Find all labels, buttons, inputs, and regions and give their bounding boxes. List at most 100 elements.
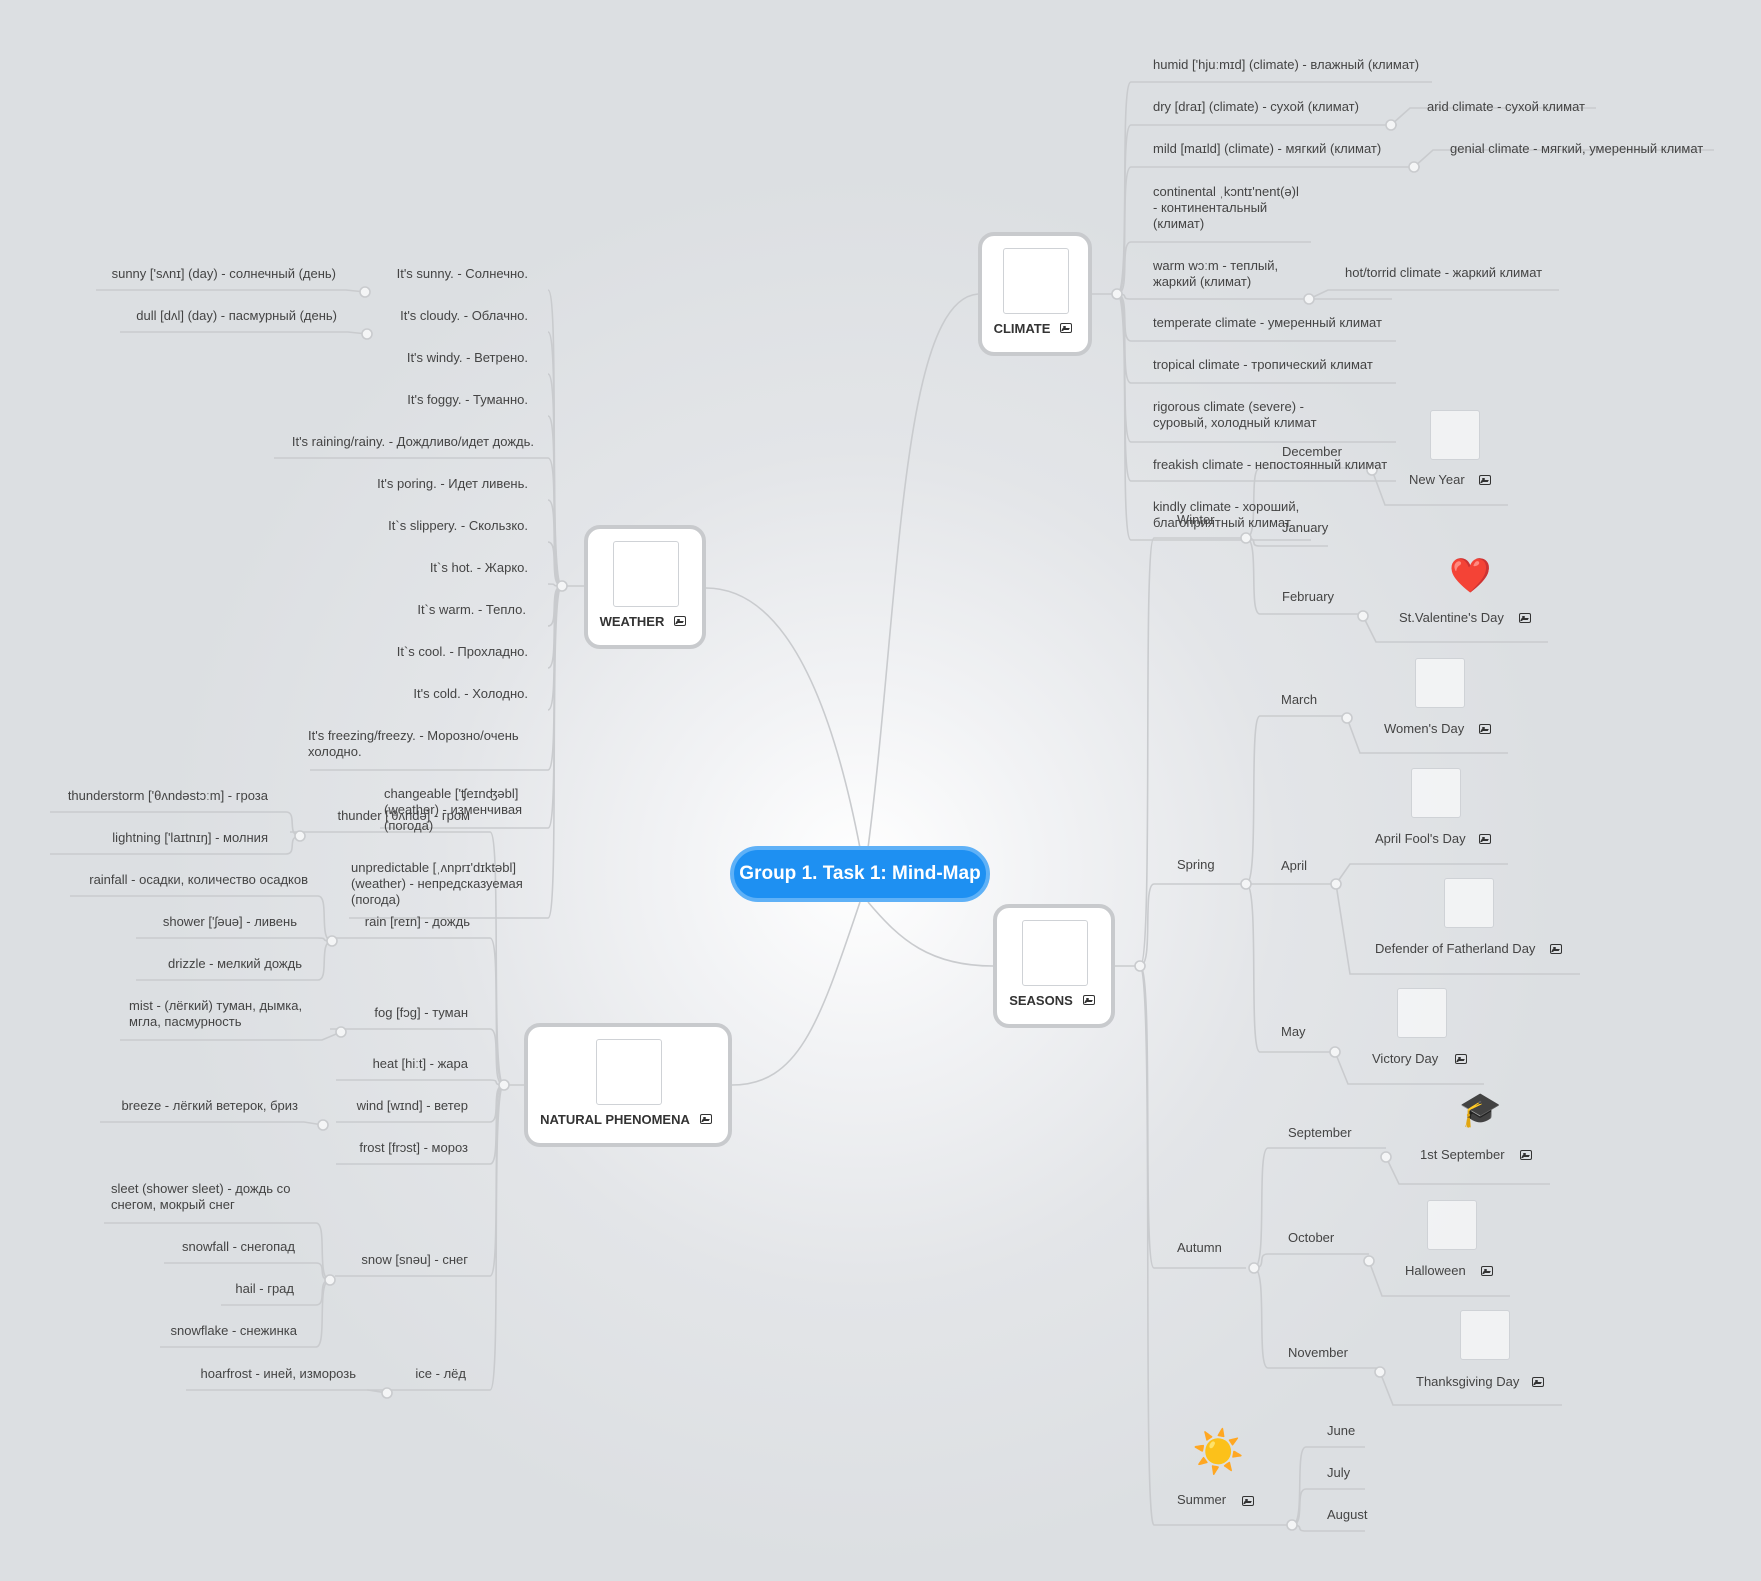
topic-natural-phenomena[interactable]: NATURAL PHENOMENA xyxy=(524,1023,732,1147)
phenomena-subitem[interactable]: rainfall - осадки, количество осадков xyxy=(89,872,308,887)
weather-subitem[interactable]: dull [dʌl] (day) - пасмурный (день) xyxy=(136,308,337,323)
image-icon[interactable] xyxy=(1242,1496,1254,1506)
phenomena-subitem[interactable]: breeze - лёгкий ветерок, бриз xyxy=(121,1098,298,1113)
weather-item[interactable]: changeable ['ʧeɪnʤəbl] (weather) - измен… xyxy=(384,786,523,833)
image-icon[interactable] xyxy=(1083,995,1095,1005)
climate-item[interactable]: kindly climate - хороший, благоприятный … xyxy=(1153,499,1300,530)
phenomena-subitem[interactable]: mist - (лёгкий) туман, дымка, мгла, пасм… xyxy=(129,998,303,1029)
weather-item[interactable]: It's sunny. - Солнечно. xyxy=(396,266,528,281)
phenomena-item[interactable]: fog [fɔg] - туман xyxy=(374,1005,468,1020)
image-icon[interactable] xyxy=(1479,724,1491,734)
season-spring[interactable]: Spring xyxy=(1177,857,1215,872)
image-icon[interactable] xyxy=(1481,1266,1493,1276)
phenomena-subitem[interactable]: drizzle - мелкий дождь xyxy=(168,956,302,971)
climate-item[interactable]: warm wɔːm - теплый, жаркий (климат) xyxy=(1153,258,1279,289)
phenomena-item[interactable]: rain [reɪn] - дождь xyxy=(364,914,470,929)
month-august[interactable]: August xyxy=(1327,1507,1368,1522)
phenomena-subitem[interactable]: shower ['ʃəuə] - ливень xyxy=(162,914,297,929)
holiday-new-year[interactable]: New Year xyxy=(1409,472,1465,487)
phenomena-item[interactable]: frost [frɔst] - мороз xyxy=(359,1140,468,1155)
month-april[interactable]: April xyxy=(1281,858,1308,873)
collapse-dot xyxy=(317,1119,329,1131)
phenomena-subitem[interactable]: sleet (shower sleet) - дождь со снегом, … xyxy=(111,1181,291,1212)
image-icon[interactable] xyxy=(1455,1054,1467,1064)
holiday-victory-day[interactable]: Victory Day xyxy=(1372,1051,1439,1066)
phenomena-item[interactable]: ice - лёд xyxy=(415,1366,466,1381)
season-summer[interactable]: Summer xyxy=(1177,1492,1227,1507)
image-icon[interactable] xyxy=(1479,475,1491,485)
topic-weather[interactable]: WEATHER xyxy=(584,525,706,649)
central-topic[interactable]: Group 1. Task 1: Mind-Map xyxy=(730,846,990,902)
climate-subitem[interactable]: arid climate - сухой климат xyxy=(1427,99,1585,114)
image-icon[interactable] xyxy=(1479,834,1491,844)
climate-item[interactable]: continental ˌkɔntɪ'nent(ə)l - континента… xyxy=(1153,184,1299,231)
image-icon[interactable] xyxy=(1520,1150,1532,1160)
holiday-april-fools-day[interactable]: April Fool's Day xyxy=(1375,831,1466,846)
image-icon[interactable] xyxy=(1550,944,1562,954)
weather-item[interactable]: It's freezing/freezy. - Морозно/очень хо… xyxy=(308,728,519,759)
season-autumn[interactable]: Autumn xyxy=(1177,1240,1222,1255)
phenomena-subitem[interactable]: snowflake - снежинка xyxy=(170,1323,297,1338)
weather-item[interactable]: unpredictable [ˌʌnprɪ'dɪktəbl] (weather)… xyxy=(351,860,523,907)
phenomena-item[interactable]: thunder ['θʌndə] - гром xyxy=(337,808,470,823)
phenomena-subitem[interactable]: hoarfrost - иней, изморозь xyxy=(200,1366,356,1381)
collapse-dot xyxy=(381,1387,393,1399)
month-may[interactable]: May xyxy=(1281,1024,1306,1039)
image-icon[interactable] xyxy=(700,1114,712,1124)
holiday-defender-of-fatherland-day[interactable]: Defender of Fatherland Day xyxy=(1375,941,1536,956)
climate-item[interactable]: humid ['hjuːmɪd] (climate) - влажный (кл… xyxy=(1153,57,1420,72)
phenomena-item[interactable]: heat [hiːt] - жара xyxy=(372,1056,468,1071)
connector-line xyxy=(120,331,368,335)
climate-item[interactable]: freakish climate - непостоянный климат xyxy=(1153,457,1388,472)
month-june[interactable]: June xyxy=(1327,1423,1356,1438)
image-icon[interactable] xyxy=(674,616,686,626)
climate-subitem[interactable]: genial climate - мягкий, умеренный клима… xyxy=(1450,141,1704,156)
weather-item[interactable]: It's windy. - Ветрено. xyxy=(406,350,528,365)
weather-item[interactable]: It's foggy. - Туманно. xyxy=(407,392,528,407)
month-december[interactable]: December xyxy=(1282,444,1342,459)
weather-item[interactable]: It`s slippery. - Скользко. xyxy=(388,518,528,533)
image-icon[interactable] xyxy=(1519,613,1531,623)
climate-subitem[interactable]: hot/torrid climate - жаркий климат xyxy=(1345,265,1543,280)
weather-item[interactable]: It`s hot. - Жарко. xyxy=(429,560,528,575)
month-september[interactable]: September xyxy=(1288,1125,1352,1140)
month-february[interactable]: February xyxy=(1282,589,1335,604)
collapse-dot xyxy=(1303,293,1315,305)
phenomena-subitem[interactable]: snowfall - снегопад xyxy=(182,1239,295,1254)
climate-item[interactable]: dry [draɪ] (climate) - сухой (климат) xyxy=(1153,99,1359,114)
month-october[interactable]: October xyxy=(1288,1230,1335,1245)
month-november[interactable]: November xyxy=(1288,1345,1348,1360)
holiday-womens-day[interactable]: Women's Day xyxy=(1384,721,1465,736)
collapse-dot xyxy=(1341,712,1353,724)
holiday-1st-september[interactable]: 1st September xyxy=(1420,1147,1505,1162)
holiday-halloween[interactable]: Halloween xyxy=(1405,1263,1466,1278)
weather-item[interactable]: It's cloudy. - Облачно. xyxy=(400,308,528,323)
climate-item[interactable]: tropical climate - тропический климат xyxy=(1153,357,1373,372)
weather-item[interactable]: It's poring. - Идет ливень. xyxy=(377,476,528,491)
month-january[interactable]: January xyxy=(1282,520,1329,535)
image-icon[interactable] xyxy=(1532,1377,1544,1387)
topic-climate[interactable]: CLIMATE xyxy=(978,232,1092,356)
month-march[interactable]: March xyxy=(1281,692,1318,707)
weather-item[interactable]: It's raining/rainy. - Дождливо/идет дожд… xyxy=(291,434,534,449)
climate-item[interactable]: temperate climate - умеренный климат xyxy=(1153,315,1382,330)
phenomena-item[interactable]: snow [snəu] - снег xyxy=(361,1252,468,1267)
weather-item[interactable]: It's cold. - Холодно. xyxy=(413,686,528,701)
climate-item[interactable]: mild [maɪld] (climate) - мягкий (климат) xyxy=(1153,141,1382,156)
phenomena-subitem[interactable]: hail - град xyxy=(235,1281,294,1296)
topic-title: CLIMATE xyxy=(993,321,1051,336)
month-july[interactable]: July xyxy=(1327,1465,1351,1480)
weather-item[interactable]: It`s warm. - Тепло. xyxy=(417,602,526,617)
phenomena-item[interactable]: wind [wɪnd] - ветер xyxy=(356,1098,468,1113)
weather-subitem[interactable]: sunny ['sʌnɪ] (day) - солнечный (день) xyxy=(111,266,336,281)
holiday-st-valentines-day[interactable]: St.Valentine's Day xyxy=(1399,610,1504,625)
phenomena-subitem[interactable]: lightning ['laɪtnɪŋ] - молния xyxy=(112,830,268,845)
season-winter[interactable]: Winter xyxy=(1177,512,1215,527)
phenomena-subitem[interactable]: thunderstorm ['θʌndəstɔːm] - гроза xyxy=(67,788,268,803)
holiday-thanksgiving-day[interactable]: Thanksgiving Day xyxy=(1416,1374,1520,1389)
image-icon[interactable] xyxy=(1060,323,1072,333)
topic-seasons[interactable]: SEASONS xyxy=(993,904,1115,1028)
weather-item[interactable]: It`s cool. - Прохладно. xyxy=(396,644,528,659)
climate-item[interactable]: rigorous climate (severe) - суровый, хол… xyxy=(1153,399,1317,430)
